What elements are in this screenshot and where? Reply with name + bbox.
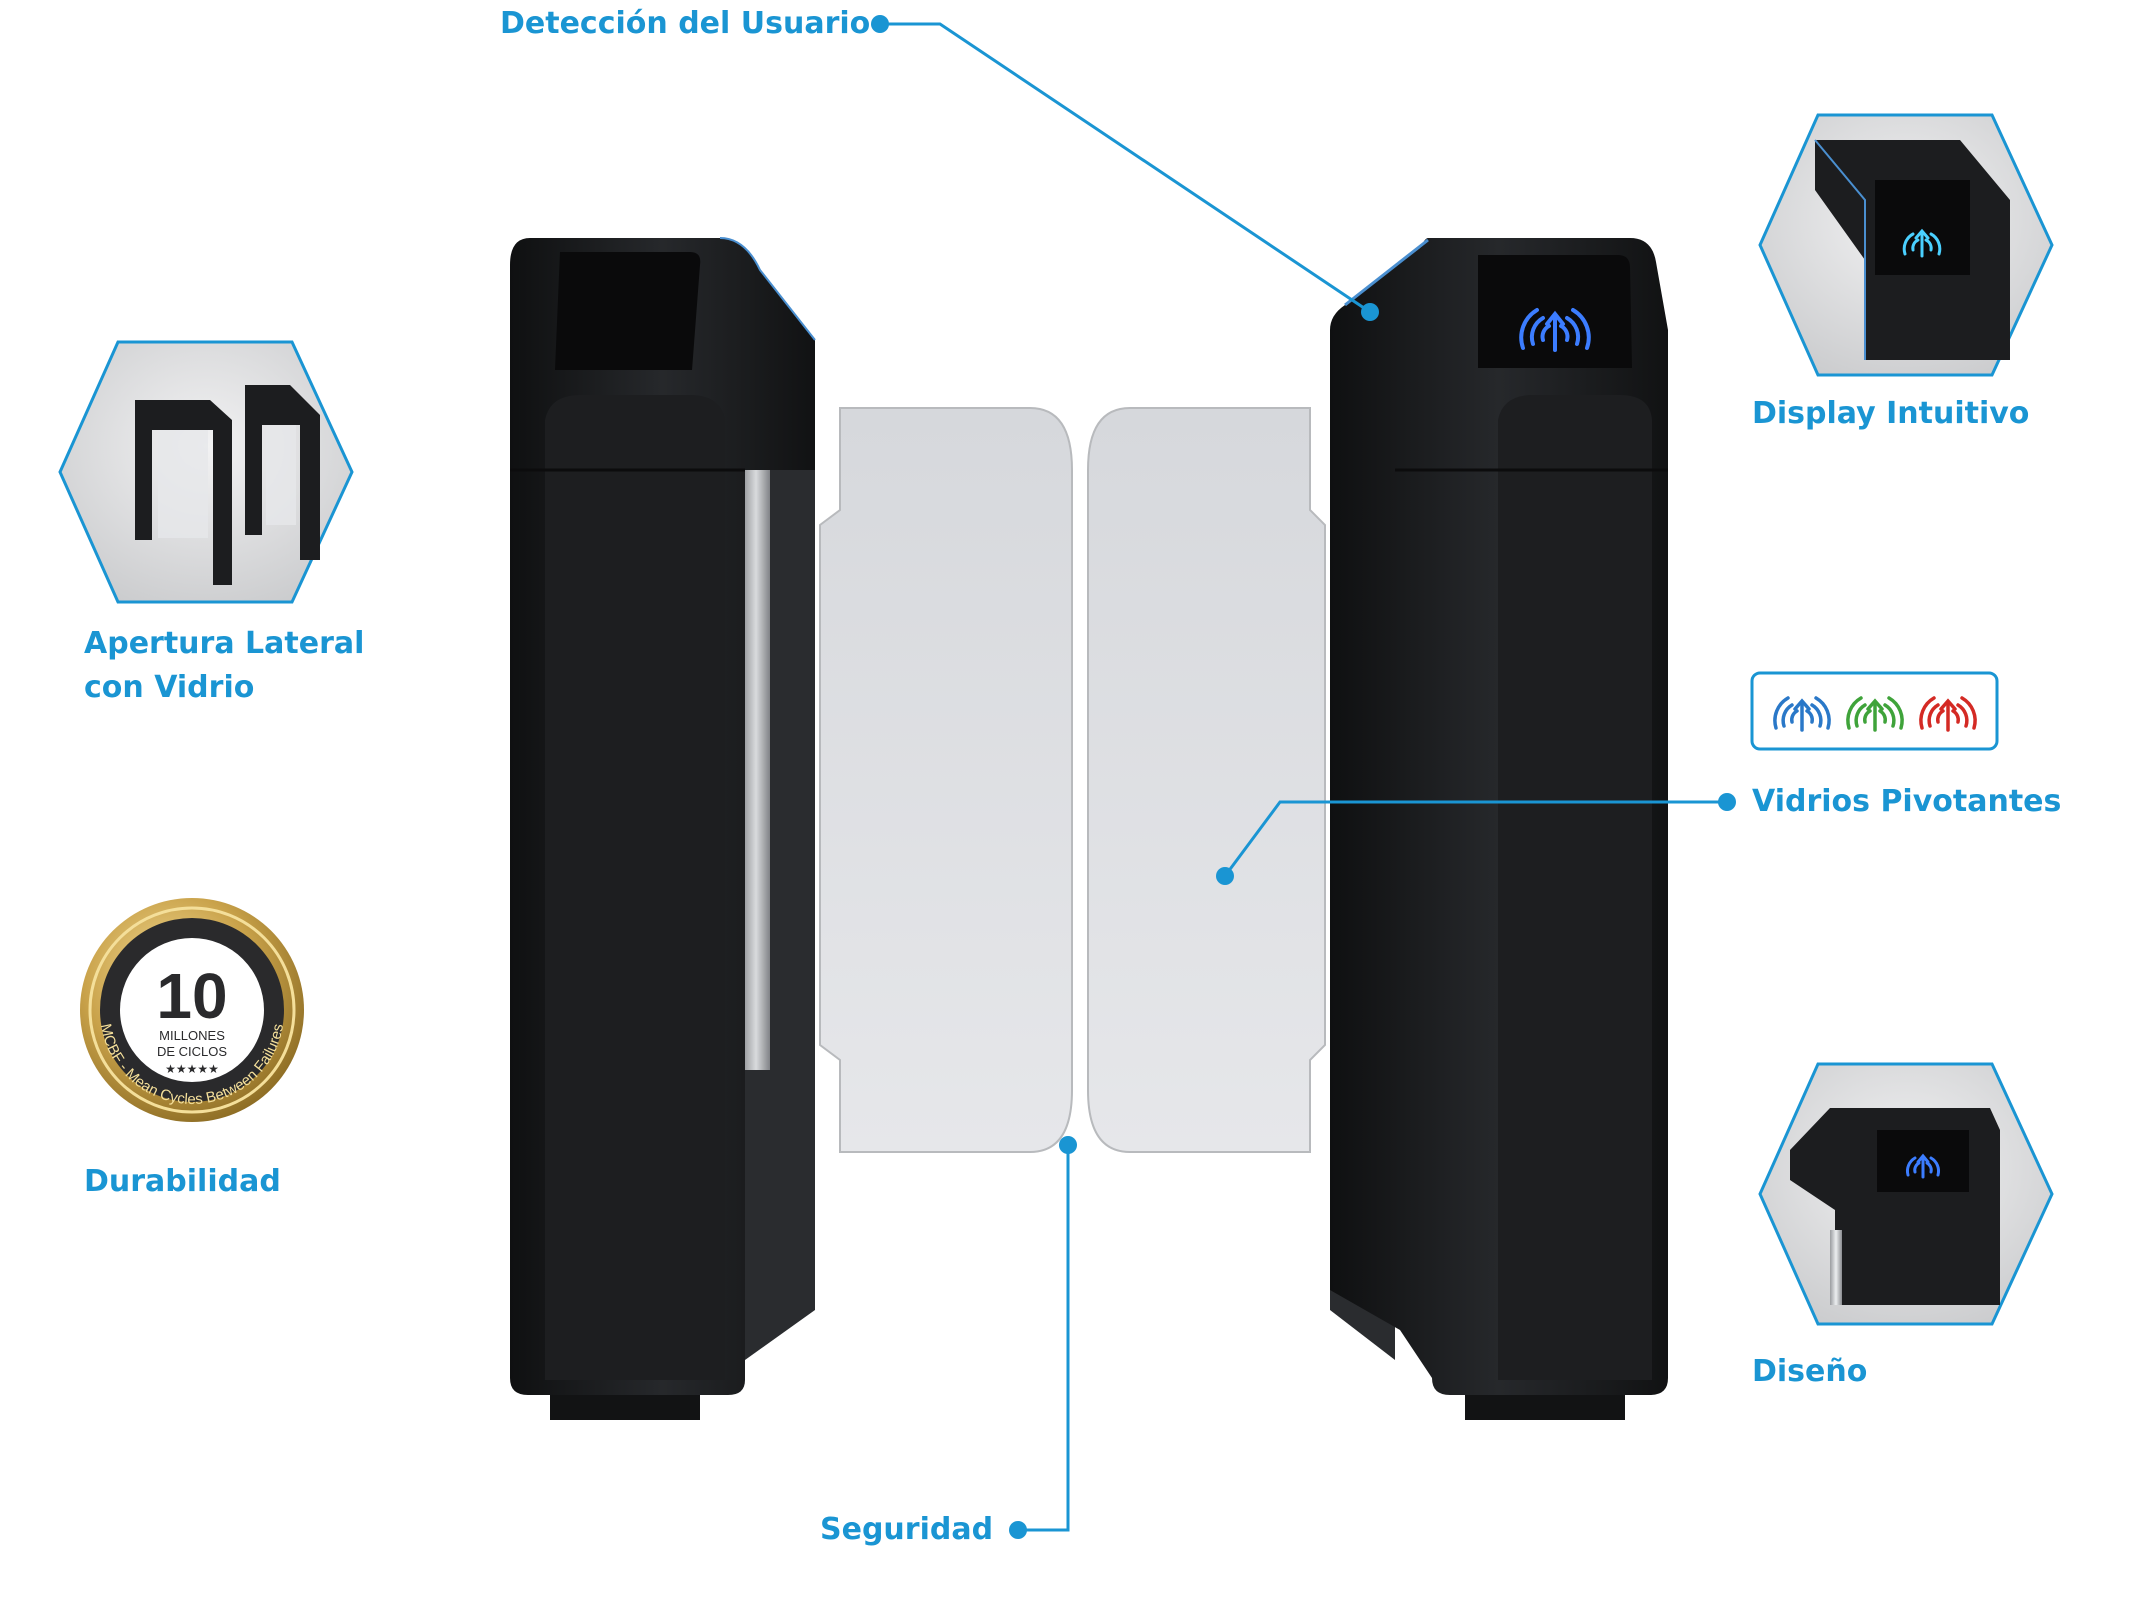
label-vidrios: Vidrios Pivotantes [1752,784,2062,819]
wave-arrow-icon [1902,228,1942,258]
wave-arrow-icon [1773,696,1831,732]
callout-dot [1361,303,1379,321]
thumbnail-display [1758,113,2054,377]
badge-number: 10 [156,960,227,1032]
label-durabilidad: Durabilidad [84,1164,281,1199]
badge-line2: DE CICLOS [157,1044,227,1059]
thumbnail-apertura [58,340,354,604]
label-display: Display Intuitivo [1752,396,2030,431]
label-apertura-line1: Apertura Lateral [84,626,365,661]
badge-line1: MILLONES [159,1028,225,1043]
callout-dot [1216,867,1234,885]
label-diseno: Diseño [1752,1354,1868,1389]
right-cabinet [1330,238,1668,1420]
thumbnail-diseno [1758,1062,2054,1326]
wave-arrow-icon [1906,1153,1940,1179]
callout-line-vidrios [1223,800,1727,877]
callout-dot [1718,793,1736,811]
status-icon-box [1750,671,1999,751]
callout-line-deteccion [880,22,1371,314]
wave-arrow-icon [1919,696,1977,732]
glass-wing-left [819,407,1073,1153]
callout-dot [1009,1521,1027,1539]
wave-arrow-icon [1519,308,1591,352]
glass-wing-right [1087,407,1326,1153]
durability-badge: 10 MILLONES DE CICLOS ★★★★★ MCBF - Mean … [80,898,304,1122]
label-apertura-line2: con Vidrio [84,670,255,705]
label-seguridad: Seguridad [820,1512,994,1547]
label-deteccion: Detección del Usuario [500,6,871,41]
wave-arrow-icon [1846,696,1904,732]
label-apertura: Apertura Lateral con Vidrio [84,622,364,710]
left-cabinet [510,237,816,1420]
badge-stars: ★★★★★ [165,1062,219,1076]
callout-dot [871,15,889,33]
callout-line-seguridad [1018,1145,1070,1532]
callout-dot [1059,1136,1077,1154]
